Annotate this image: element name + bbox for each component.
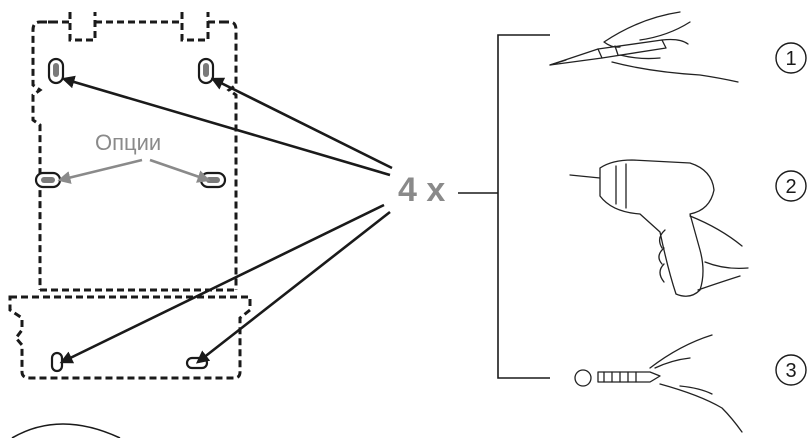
arrow-to-top-left-hole bbox=[61, 75, 391, 177]
arrow-to-bottom-right-hole bbox=[195, 210, 391, 364]
partial-circle-decoration bbox=[11, 423, 121, 438]
arrow-to-top-right-hole bbox=[210, 77, 393, 170]
wall-plug-icon bbox=[574, 334, 743, 433]
step-3-circle bbox=[775, 354, 807, 386]
step-1-number: 1 bbox=[785, 48, 796, 70]
mounting-hole-bottom-left bbox=[50, 351, 64, 373]
arrow-to-bottom-left-hole bbox=[59, 203, 385, 364]
mounting-hole-top-left bbox=[47, 57, 65, 85]
mounting-hole-top-right bbox=[197, 57, 215, 85]
options-label: Опции bbox=[95, 130, 161, 155]
step-1-circle bbox=[775, 42, 807, 74]
option-arrow-right bbox=[149, 158, 211, 183]
hole-arrows bbox=[59, 75, 393, 364]
count-label: 4 x bbox=[398, 171, 445, 209]
option-arrow-left bbox=[57, 158, 143, 184]
drill-icon bbox=[569, 159, 749, 297]
option-hole-left bbox=[34, 171, 62, 189]
step-3-number: 3 bbox=[785, 360, 796, 382]
device-outline bbox=[8, 12, 252, 380]
steps-bracket bbox=[458, 34, 550, 379]
mounting-hole-bottom-right bbox=[185, 356, 209, 370]
pencil-icon bbox=[549, 11, 739, 83]
step-2-number: 2 bbox=[785, 176, 796, 198]
step-2-circle bbox=[775, 170, 807, 202]
